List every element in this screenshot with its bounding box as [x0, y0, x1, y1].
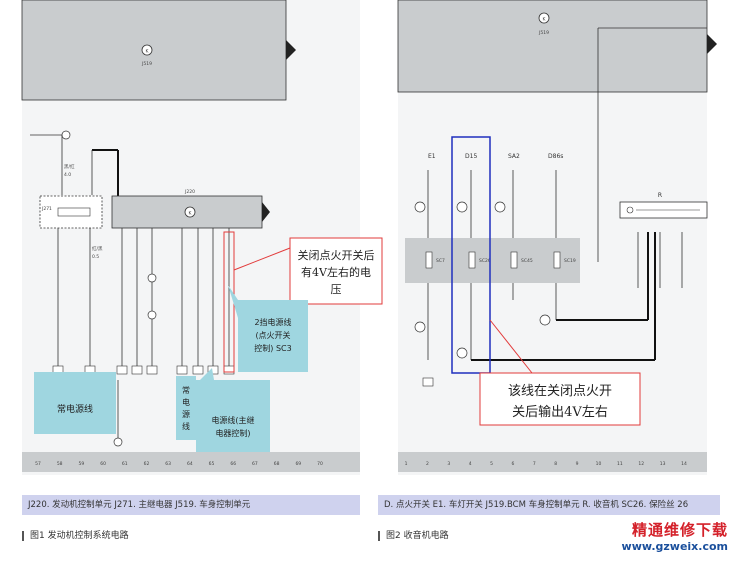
legend-right: D. 点火开关 E1. 车灯开关 J519.BCM 车身控制单元 R. 收音机 …: [378, 495, 720, 515]
callout-relay-box: [196, 380, 270, 462]
left-number-66: 66: [230, 461, 236, 467]
figure1-caption: 图1 发动机控制系统电路: [22, 528, 129, 541]
right-number-13: 13: [660, 461, 666, 467]
callout-output-box: [479, 372, 641, 426]
fuse-sc19: SC19: [564, 258, 576, 264]
right-number-10: 10: [596, 461, 602, 467]
left-number-strip: [22, 452, 360, 472]
left-number-64: 64: [187, 461, 193, 467]
callout-constant-text: 常电源线: [57, 403, 93, 415]
right-j519-module: [397, 0, 708, 93]
figure1-caption-text: 图1 发动机控制系统电路: [30, 531, 129, 541]
sa2-label: SA2: [508, 153, 520, 160]
left-k-text: K: [146, 49, 150, 55]
callout-vconst-l3: 源: [182, 410, 190, 419]
right-number-4: 4: [469, 461, 472, 467]
fuse-sc26: SC26: [479, 258, 491, 264]
callout-voltage-l2: 有4V左右的电: [301, 265, 371, 279]
callout-sc3-box: [238, 300, 308, 372]
figure2-caption-text: 图2 收音机电路: [386, 531, 449, 541]
right-number-14: 14: [681, 461, 687, 467]
left-number-65: 65: [209, 461, 215, 467]
left-wire-top-size: 4.0: [64, 172, 71, 178]
callout-vertical-constant: [176, 376, 196, 440]
left-number-67: 67: [252, 461, 258, 467]
left-wire-label-3: 0.5: [92, 254, 99, 260]
fuse-sc7: SC7: [436, 258, 445, 264]
left-number-60: 60: [100, 461, 106, 467]
legend-left: J220. 发动机控制单元 J271. 主继电器 J519. 车身控制单元: [22, 495, 360, 515]
right-number-5: 5: [490, 461, 493, 467]
left-number-58: 58: [57, 461, 63, 467]
right-number-12: 12: [638, 461, 644, 467]
callout-output-l2: 关后输出4V左右: [512, 404, 608, 420]
d86s-label: D86s: [548, 153, 563, 160]
j220-k-text: K: [189, 211, 193, 217]
right-number-6: 6: [511, 461, 514, 467]
right-number-1: 1: [405, 461, 408, 467]
left-number-70: 70: [317, 461, 323, 467]
left-j519-label: J519: [141, 61, 152, 67]
figure2-caption: 图2 收音机电路: [378, 528, 449, 541]
watermark-url: www.gzweix.com: [621, 540, 728, 553]
left-number-68: 68: [274, 461, 280, 467]
watermark-cn: 精通维修下载: [631, 521, 728, 539]
j271-label: J271: [41, 206, 52, 212]
right-number-2: 2: [426, 461, 429, 467]
callout-sc3-l1: 2挡电源线: [254, 317, 291, 327]
left-number-63: 63: [165, 461, 171, 467]
callout-voltage-l1: 关闭点火开关后: [298, 248, 375, 262]
left-wire-label-2: 红/黑: [92, 245, 103, 252]
radio-label: R: [658, 192, 662, 199]
left-k-symbol: [141, 44, 153, 56]
left-wire-top-color: 黑/红: [64, 163, 75, 170]
right-number-8: 8: [554, 461, 557, 467]
right-k-text: K: [543, 17, 547, 23]
e1-label: E1: [428, 153, 436, 160]
callout-relay-l1: 电源线(主继: [211, 415, 254, 425]
callout-voltage-box: [289, 237, 383, 305]
right-number-3: 3: [447, 461, 450, 467]
right-number-11: 11: [617, 461, 623, 467]
left-j519-module: [21, 0, 287, 101]
left-number-59: 59: [79, 461, 85, 467]
fuse-sc45: SC45: [521, 258, 533, 264]
callout-sc3-l2: (点火开关: [255, 330, 290, 340]
fuse-box-band: [405, 238, 580, 283]
callout-voltage-l3: 压: [331, 283, 342, 296]
right-number-9: 9: [576, 461, 579, 467]
callout-constant-box: [34, 372, 116, 434]
left-number-62: 62: [144, 461, 150, 467]
callout-vconst-l1: 常: [182, 386, 190, 395]
left-number-57: 57: [35, 461, 41, 467]
site-watermark: 精通维修下载 www.gzweix.com: [578, 519, 728, 553]
callout-vconst-l2: 电: [182, 397, 190, 407]
callout-sc3-l3: 控制) SC3: [254, 343, 291, 353]
right-blue-highlight: [451, 136, 491, 374]
right-number-strip: [398, 452, 707, 472]
callout-vconst-l4: 线: [182, 421, 190, 431]
d15-label: D15: [465, 153, 477, 160]
left-number-69: 69: [295, 461, 301, 467]
j220-label: J220: [184, 189, 195, 195]
left-number-labels: 57 58 59 60 61 62 63 64 65 66 67 68 69 70: [35, 461, 323, 467]
left-number-61: 61: [122, 461, 128, 467]
right-j519-label: J519: [538, 30, 549, 36]
left-j519-arrow: [286, 40, 296, 60]
right-number-7: 7: [533, 461, 536, 467]
callout-relay-l2: 电器控制): [215, 428, 250, 438]
callout-output-l1: 该线在关闭点火开: [508, 384, 612, 399]
